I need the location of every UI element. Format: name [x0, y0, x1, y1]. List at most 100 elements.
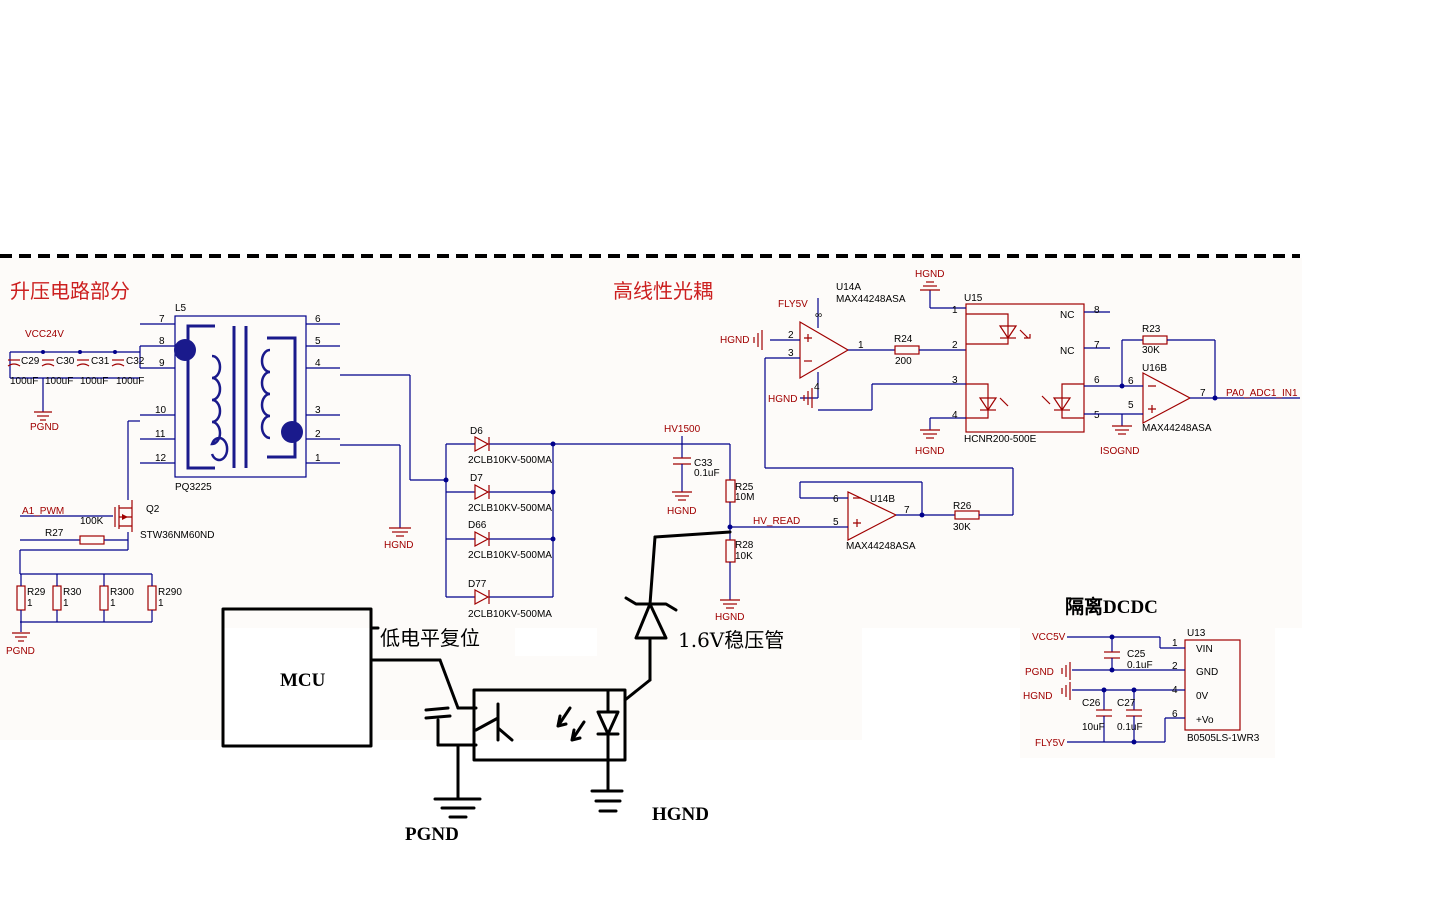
nc-label: NC [1060, 310, 1074, 321]
pin-label: 1 [315, 453, 321, 464]
pin-label: 6 [315, 314, 321, 325]
r30-label: R30 [63, 587, 82, 598]
pin-label: 11 [155, 429, 166, 440]
pin-label: 2 [788, 330, 794, 341]
r27-value: 100K [80, 516, 104, 527]
optocoupler-u15 [920, 281, 1110, 439]
r29-label: R29 [27, 587, 46, 598]
hv-read-label: HV_READ [753, 516, 800, 527]
u14a-label: U14A [836, 282, 861, 293]
pin-label: 5 [315, 336, 321, 347]
pin-label: 4 [315, 358, 321, 369]
d77-label: D77 [468, 579, 487, 590]
reset-label: 低电平复位 [380, 626, 480, 650]
r24-label: R24 [894, 334, 913, 345]
secondary-wiring [340, 374, 446, 537]
u16b-part: MAX44248ASA [1142, 423, 1212, 434]
dcdc-u13 [1061, 634, 1241, 745]
pin-label: 4 [952, 410, 958, 421]
pin-label: 7 [1200, 388, 1206, 399]
pin-label: 6 [1094, 375, 1100, 386]
pin-label: 6 [1172, 709, 1178, 720]
pgnd-label-3: PGND [1025, 667, 1054, 678]
hgnd-label-5: HGND [768, 394, 797, 405]
r28-value: 10K [735, 551, 753, 562]
diode-stack [443, 435, 730, 606]
pin-label: 5 [833, 517, 839, 528]
pin-label: 4 [1172, 685, 1178, 696]
pgnd-label-2: PGND [6, 646, 35, 657]
pin-label: 3 [952, 375, 958, 386]
r290-label: R290 [158, 587, 182, 598]
mosfet-q2 [19, 420, 140, 574]
opamp-u14b [799, 481, 1013, 541]
u16b-label: U16B [1142, 363, 1167, 374]
pin-label: 8 [1094, 305, 1100, 316]
pin-label: 8 [159, 336, 165, 347]
r290-value: 1 [158, 598, 164, 609]
pin-label: 1 [858, 340, 864, 351]
u13-label: U13 [1187, 628, 1206, 639]
vo-label: +Vo [1196, 715, 1214, 726]
pin-label: 2 [315, 429, 321, 440]
r23-value: 30K [1142, 345, 1160, 356]
ov-label: 0V [1196, 691, 1209, 702]
opamp-u16b [1084, 335, 1300, 435]
pin-label: 12 [155, 453, 167, 464]
c26-label: C26 [1082, 698, 1101, 709]
fly5v-label-2: FLY5V [1035, 738, 1065, 749]
c32-label: C32 [126, 356, 145, 367]
opamp-u14a [753, 298, 1014, 515]
d66-value: 2CLB10KV-500MA [468, 550, 552, 561]
c26-value: 10uF [1082, 722, 1105, 733]
pin-label: 6 [1128, 376, 1134, 387]
u14b-label: U14B [870, 494, 895, 505]
c25-label: C25 [1127, 649, 1146, 660]
pin-label: 6 [833, 494, 839, 505]
hgnd-label-6: HGND [915, 269, 944, 280]
r25-value: 10M [735, 492, 754, 503]
pin-label: 2 [952, 340, 958, 351]
c27-label: C27 [1117, 698, 1136, 709]
r300-label: R300 [110, 587, 134, 598]
hgnd-label-8: HGND [1023, 691, 1052, 702]
mcu-label: MCU [280, 670, 326, 691]
hgnd-label-2: HGND [667, 506, 696, 517]
transformer-l5 [140, 315, 340, 478]
b0505-label: B0505LS-1WR3 [1187, 733, 1260, 744]
hv-divider [672, 436, 840, 609]
schematic-lower-left [0, 628, 222, 740]
c27-value: 0.1uF [1117, 722, 1143, 733]
a1-pwm-label: A1_PWM [22, 506, 64, 517]
vin-label: VIN [1196, 644, 1213, 655]
optocoupler-title: 高线性光耦 [613, 279, 713, 303]
pin-label: 5 [1094, 410, 1100, 421]
nc-label: NC [1060, 346, 1074, 357]
d7-value: 2CLB10KV-500MA [468, 503, 552, 514]
d6-label: D6 [470, 426, 483, 437]
pin-label: 3 [315, 405, 321, 416]
pin-label: 2 [1172, 661, 1178, 672]
u14b-part: MAX44248ASA [846, 541, 916, 552]
r28-label: R28 [735, 540, 754, 551]
boost-title: 升压电路部分 [10, 279, 130, 303]
u14a-part: MAX44248ASA [836, 294, 906, 305]
pin-label: 1 [952, 305, 958, 316]
hgnd-label-1: HGND [384, 540, 413, 551]
pgnd-handwritten: PGND [405, 824, 459, 845]
c31-label: C31 [91, 356, 110, 367]
d6-value: 2CLB10KV-500MA [468, 455, 552, 466]
fly5v-label-1: FLY5V [778, 299, 808, 310]
pin-label: 4 [814, 382, 820, 393]
pgnd-label: PGND [30, 422, 59, 433]
pin-label: 5 [1128, 400, 1134, 411]
zener-label: 1.6V稳压管 [678, 628, 784, 652]
white-patch [515, 628, 597, 656]
schematic-lower-mid [372, 628, 862, 740]
dcdc-title: 隔离DCDC [1065, 595, 1158, 618]
isognd-label: ISOGND [1100, 446, 1139, 457]
hgnd-label-4: HGND [720, 335, 749, 346]
pin-label: 9 [159, 358, 165, 369]
hand-drawn-overlay [221, 530, 732, 819]
d7-label: D7 [470, 473, 483, 484]
